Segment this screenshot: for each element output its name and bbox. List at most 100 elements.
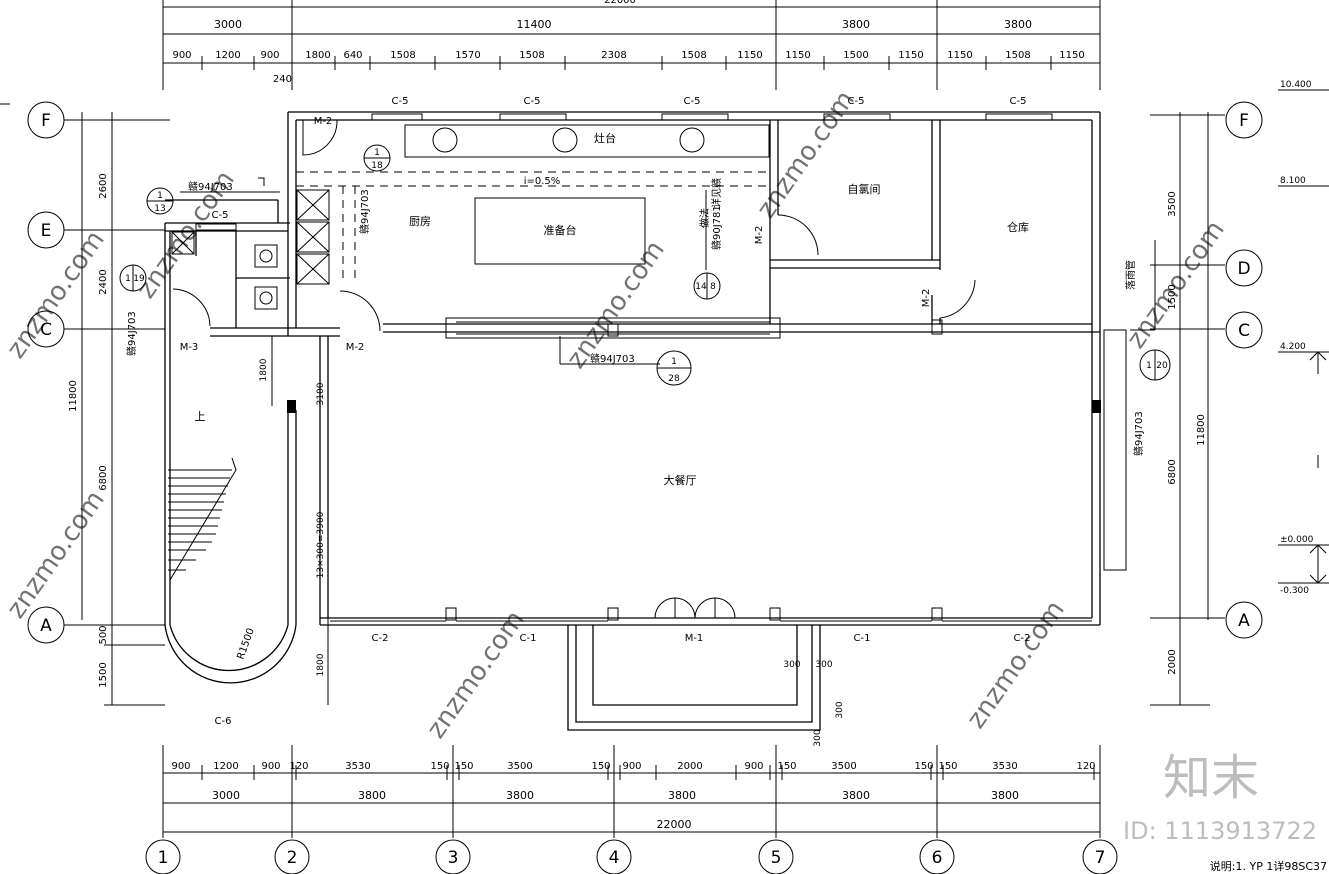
window-c5-1: C-5 — [392, 96, 409, 107]
reference-notes: 赣94J703 赣94J703 赣94J703 赣94J703 赣94J703 … — [125, 178, 1156, 661]
ref-vert: 赣94J703 — [358, 189, 371, 234]
axis-E-left: E — [41, 221, 52, 241]
door-m1: M-1 — [685, 633, 704, 644]
axis-F-right: F — [1239, 111, 1249, 131]
dim-porch-1: 300 — [783, 660, 800, 670]
axis-A-right: A — [1238, 611, 1250, 631]
dim-bot-r1-2: 900 — [261, 761, 280, 772]
axis-bubble-A-left — [27, 606, 65, 644]
dim-porch-4: 300 — [835, 701, 845, 718]
callout-6-bottom: 20 — [1156, 361, 1168, 371]
callout-3-top: 1 — [125, 274, 131, 284]
callout-5-top: 1 — [671, 357, 677, 367]
dim-bot-total: 22000 — [657, 818, 692, 831]
axis-bubble-C-left — [27, 310, 65, 348]
dim-bot-r1-16: 3530 — [992, 761, 1017, 772]
axis-col-6: 6 — [932, 848, 943, 868]
dim-top-total: 22000 — [604, 0, 636, 6]
dim-bot-r1-10: 2000 — [677, 761, 702, 772]
dim-bot-r2-0: 3000 — [212, 789, 240, 802]
prep-table — [474, 197, 646, 265]
callout-1-bottom: 18 — [371, 161, 383, 171]
axis-bubble-E-left — [27, 211, 65, 249]
callout-1-top: 1 — [374, 148, 380, 158]
dim-bot-r1-15: 150 — [938, 761, 957, 772]
dim-bot-r1-0: 900 — [171, 761, 190, 772]
dim-top-r1-1: 11400 — [517, 18, 552, 31]
dim-left-6800: 6800 — [98, 465, 109, 490]
dim-bot-r1-8: 150 — [591, 761, 610, 772]
ref-top: 赣94J703 — [188, 180, 233, 193]
dim-top-r1-2: 3800 — [842, 18, 870, 31]
axis-bubble-A-right — [1225, 601, 1263, 639]
dim-top-r2-5: 1508 — [390, 50, 415, 61]
room-storage: 仓库 — [1007, 220, 1029, 234]
dim-bot-r1-12: 150 — [777, 761, 796, 772]
watermark-id: ID: 1113913722 — [1123, 817, 1317, 845]
window-c1-1: C-1 — [520, 633, 537, 644]
dim-bot-r1-17: 120 — [1076, 761, 1095, 772]
window-c5-5: C-5 — [1010, 96, 1027, 107]
door-m3: M-3 — [180, 342, 199, 353]
callout-2-bottom: 13 — [154, 204, 165, 214]
dim-bot-r1-6: 150 — [454, 761, 473, 772]
diagonal-watermarks: znzmo.com znzmo.com znzmo.com znzmo.com … — [1, 85, 1231, 744]
ref-kitchen: 赣90J781 — [710, 205, 723, 250]
callout-5-bottom: 28 — [668, 374, 680, 384]
watermark-site-4: znzmo.com — [751, 85, 861, 224]
callout-3-bottom: 19 — [133, 274, 145, 284]
dim-top-r2-16: 1150 — [1059, 50, 1084, 61]
inner-dimensions: 1800 3100 13×300=3900 1800 300 300 300 3… — [259, 336, 845, 747]
callout-2-top: 1 — [157, 191, 163, 201]
axis-C-right: C — [1238, 321, 1250, 341]
elev-8100: 8.100 — [1280, 176, 1306, 186]
dim-top-r2-11: 1150 — [785, 50, 810, 61]
dim-top-r2-14: 1150 — [947, 50, 972, 61]
ref-right: 赣94J703 — [1132, 411, 1145, 456]
axis-bubble-F-left — [27, 101, 65, 139]
stair-radius: R1500 — [235, 627, 256, 661]
dim-top-r2-8: 2308 — [601, 50, 626, 61]
room-dining: 大餐厅 — [664, 473, 697, 487]
column-bubbles: 1 2 3 4 5 6 7 — [145, 839, 1118, 874]
dim-bot-r1-3: 120 — [289, 761, 308, 772]
kitchen-fixtures — [171, 124, 770, 310]
dim-bot-r1-5: 150 — [430, 761, 449, 772]
watermark-site-2: znzmo.com — [131, 165, 241, 304]
callout-4-bottom: 8 — [710, 282, 716, 292]
dim-top-r2-1: 1200 — [215, 50, 240, 61]
axis-C-left: C — [40, 320, 52, 340]
dim-left-11800: 11800 — [68, 380, 79, 412]
dim-top-r2-9: 1508 — [681, 50, 706, 61]
axis-A-left: A — [40, 616, 52, 636]
window-c6: C-6 — [215, 716, 232, 727]
ref-mid: 赣94J703 — [590, 352, 635, 365]
ref-kitchen3: 做法 — [698, 208, 711, 228]
dim-inner-stair: 13×300=3900 — [316, 511, 326, 578]
room-stove: 灶台 — [594, 131, 616, 145]
axis-bubble-F-right — [1225, 101, 1263, 139]
door-labels: M-1 M-2 M-2 M-3 M-2 M-2 — [180, 116, 932, 644]
slope-label: i=0.5% — [524, 176, 561, 187]
dim-top-r1-0: 3000 — [214, 18, 242, 31]
door-m2-c: M-2 — [754, 226, 765, 245]
watermark-site-5: znzmo.com — [1121, 215, 1231, 354]
dim-bot-r1-1: 1200 — [213, 761, 238, 772]
window-c1-2: C-1 — [854, 633, 871, 644]
watermark-site-1: znzmo.com — [1, 225, 111, 364]
room-cook: 厨房 — [409, 215, 431, 228]
dim-left-500: 500 — [98, 625, 109, 644]
sheet-note: 说明:1. YP 1详98SC37 — [1209, 860, 1327, 873]
dim-bot-r1-9: 900 — [622, 761, 641, 772]
axis-F-left: F — [41, 111, 51, 131]
room-up: 上 — [195, 410, 206, 423]
dim-top-r2-15: 1508 — [1005, 50, 1030, 61]
dim-top-r2-12: 1500 — [843, 50, 868, 61]
dim-left-2600: 2600 — [98, 173, 109, 198]
window-c5-2: C-5 — [524, 96, 541, 107]
dim-top-r1-3: 3800 — [1004, 18, 1032, 31]
elev-10400: 10.400 — [1280, 80, 1312, 90]
dim-inner-1800a: 1800 — [259, 358, 269, 381]
dim-bot-r2-4: 3800 — [842, 789, 870, 802]
